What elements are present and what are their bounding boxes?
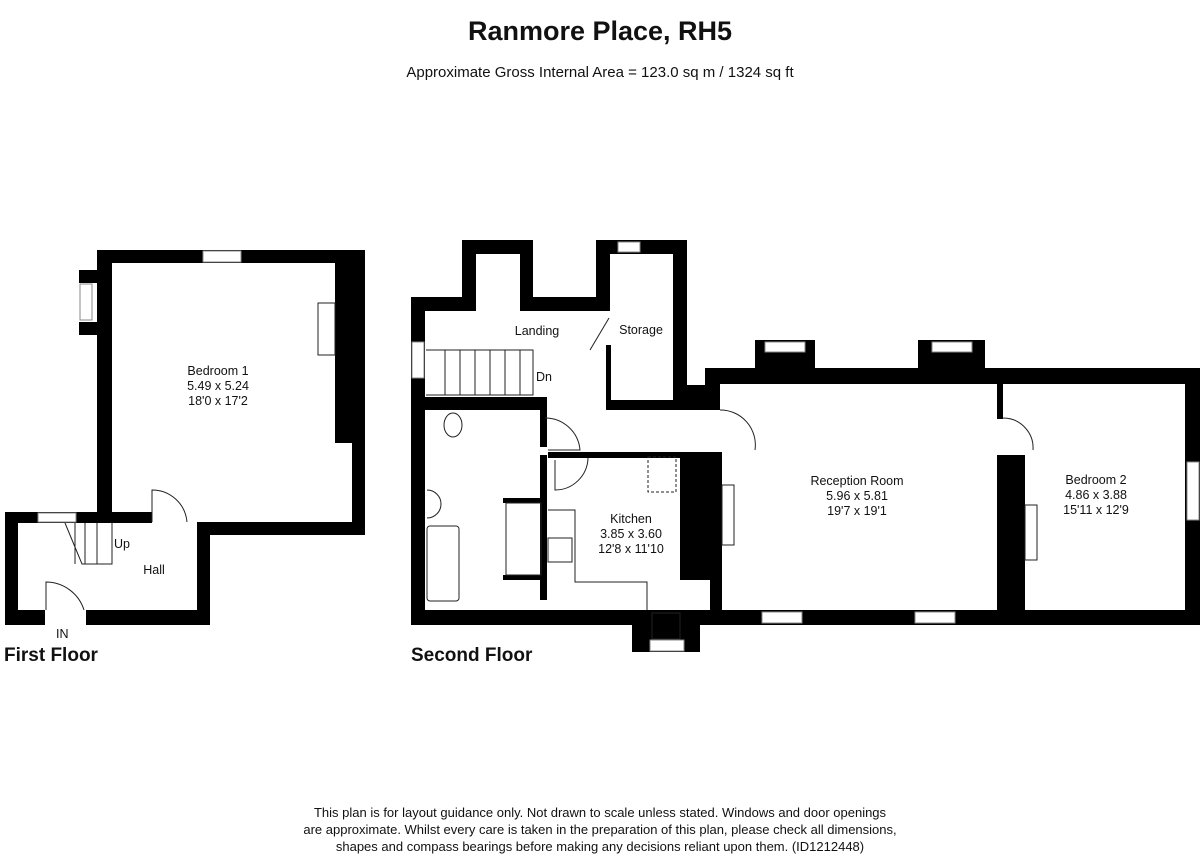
second-floor-label: Second Floor	[411, 645, 533, 666]
room-hall: Hall	[143, 563, 165, 577]
disclaimer-line: are approximate. Whilst every care is ta…	[303, 822, 897, 837]
room-name: Bedroom 2	[1065, 473, 1127, 487]
room-bedroom-2: Bedroom 2 4.86 x 3.88 15'11 x 12'9	[1063, 473, 1129, 518]
disclaimer: This plan is for layout guidance only. N…	[0, 804, 1200, 855]
window	[931, 341, 973, 353]
room-reception: Reception Room 5.96 x 5.81 19'7 x 19'1	[810, 474, 903, 519]
worktop	[548, 509, 648, 610]
area-summary: Approximate Gross Internal Area = 123.0 …	[406, 64, 794, 81]
room-size-metric: 5.96 x 5.81	[826, 489, 888, 503]
stairs-up-label: Up	[114, 537, 130, 551]
window	[914, 611, 956, 624]
window	[764, 341, 806, 353]
disclaimer-line: shapes and compass bearings before makin…	[335, 839, 865, 854]
room-size-imperial: 18'0 x 17'2	[188, 394, 248, 408]
door-swing	[151, 489, 188, 523]
fireplace	[1024, 504, 1038, 561]
window	[617, 241, 641, 253]
door-swing	[544, 417, 581, 451]
fireplace	[317, 302, 336, 356]
fixtures	[45, 302, 1038, 640]
window	[1186, 461, 1200, 521]
fireplace	[721, 484, 735, 546]
stairs	[426, 349, 534, 396]
window	[37, 512, 77, 523]
stairs	[64, 522, 113, 565]
boiler	[647, 456, 677, 493]
room-landing: Landing	[514, 324, 560, 338]
room-size-imperial: 19'7 x 19'1	[827, 504, 887, 518]
sink	[651, 612, 681, 640]
windows	[37, 241, 1200, 652]
window	[761, 611, 803, 624]
room-name: Kitchen	[610, 512, 652, 526]
entrance-door-swing	[45, 581, 85, 611]
entrance-label: IN	[56, 627, 69, 641]
room-bedroom-1: Bedroom 1 5.49 x 5.24 18'0 x 17'2	[187, 364, 249, 409]
room-name: Reception Room	[810, 474, 904, 488]
window	[79, 283, 93, 321]
door-swing	[719, 409, 756, 451]
stairs-down-label: Dn	[536, 370, 552, 384]
window	[649, 639, 685, 652]
window	[411, 341, 425, 379]
basin	[426, 489, 442, 519]
room-name: Bedroom 1	[187, 364, 249, 378]
room-size-metric: 3.85 x 3.60	[600, 527, 662, 541]
window	[202, 250, 242, 263]
room-size-metric: 5.49 x 5.24	[187, 379, 249, 393]
plan-title: Ranmore Place, RH5	[467, 16, 733, 46]
room-size-imperial: 12'8 x 11'10	[598, 542, 664, 556]
toilet	[443, 412, 463, 438]
hob	[547, 537, 573, 563]
first-floor-label: First Floor	[4, 645, 98, 666]
door-swing	[1002, 417, 1034, 451]
room-kitchen: Kitchen 3.85 x 3.60 12'8 x 11'10	[598, 512, 664, 557]
walls	[5, 240, 1200, 652]
bath	[426, 525, 460, 602]
door-swing	[554, 457, 589, 491]
disclaimer-line: This plan is for layout guidance only. N…	[313, 805, 887, 820]
room-size-imperial: 15'11 x 12'9	[1063, 503, 1129, 517]
room-size-metric: 4.86 x 3.88	[1065, 488, 1127, 502]
shower	[505, 502, 542, 576]
storage-door	[589, 317, 610, 351]
room-storage: Storage	[619, 323, 663, 337]
